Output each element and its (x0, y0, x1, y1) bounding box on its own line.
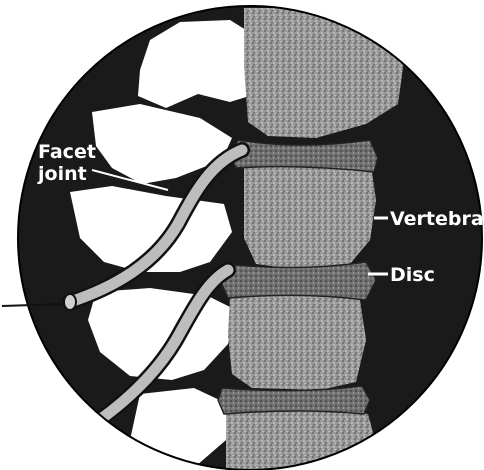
facet-label-line2: joint (37, 163, 87, 185)
vertebra-body-middle (244, 164, 376, 270)
facet-label-line1: Facet (38, 141, 96, 163)
vertebra-label: Vertebra (390, 208, 484, 230)
disc-upper (230, 140, 378, 172)
nerve-root-end (64, 294, 76, 310)
disc-label: Disc (390, 264, 435, 286)
vertebra-body-bottom (226, 408, 376, 470)
disc-middle (220, 262, 376, 300)
disc-lower (218, 386, 370, 414)
vertebra-body-lower (228, 292, 366, 390)
